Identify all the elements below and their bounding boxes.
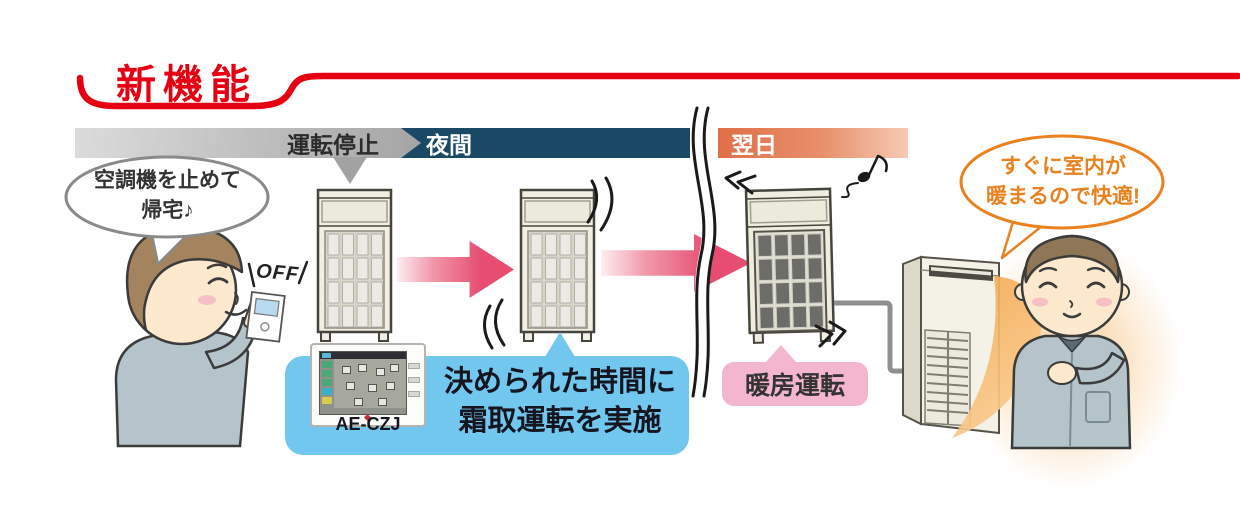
music-note-icon: [841, 154, 888, 199]
controller-model-label: AE-CZJ: [335, 414, 401, 434]
speech-right-line2: 暖まるので快適!: [986, 185, 1140, 208]
heating-vibration-icon: [724, 170, 847, 348]
refrigerant-cable: [834, 300, 904, 374]
timeline-phase-night-label: 夜間: [426, 132, 472, 158]
controller-side-button: [408, 391, 420, 397]
outdoor-unit-defrosting: [519, 188, 596, 343]
heating-callout-pointer: [766, 345, 796, 362]
speech-bubble-left-text: 空調機を止めて 帰宅♪: [70, 166, 265, 226]
flow-arrow-2: [601, 234, 751, 292]
new-feature-badge: 新機能: [116, 63, 257, 107]
timeline-pointer-triangle: [333, 157, 367, 184]
controller-side-button: [408, 363, 420, 369]
off-label: OFF: [255, 260, 300, 286]
outdoor-unit-heating: [744, 187, 836, 345]
defrost-text-line2: 霜取運転を実施: [458, 405, 662, 437]
wall-remote-control: [245, 290, 286, 343]
timeline-phase-nextday-label: 翌日: [731, 132, 777, 158]
speech-bubble-right-text: すぐに室内が 暖まるので快適!: [962, 152, 1164, 212]
controller-screen: [319, 351, 407, 415]
timeline-phase-nextday: 翌日: [718, 128, 908, 158]
warm-glow: [960, 238, 1182, 488]
speech-left-line1: 空調機を止めて: [94, 169, 241, 192]
ae-czj-controller: AE-CZJ: [310, 343, 426, 434]
controller-side-button: [408, 377, 420, 383]
timeline-phase-stop-label: 運転停止: [287, 132, 379, 158]
heating-label: 暖房運転: [744, 372, 845, 400]
speech-right-line1: すぐに室内が: [1000, 155, 1126, 178]
defrost-callout: AE-CZJ 決められた時間に 霜取運転を実施: [285, 332, 689, 455]
defrost-text-line1: 決められた時間に: [443, 366, 676, 398]
defrost-callout-pointer: [545, 332, 575, 357]
person-leaving-illustration: [114, 224, 267, 448]
speech-left-line2: 帰宅♪: [141, 199, 194, 222]
timeline-phase-stop: 運転停止: [75, 128, 421, 158]
defrost-text: 決められた時間に 霜取運転を実施: [435, 363, 685, 441]
flow-arrow-1: [397, 241, 514, 298]
heating-callout: 暖房運転: [722, 345, 868, 406]
timeline-phase-night: 夜間: [398, 128, 690, 158]
outdoor-unit-stopped: [316, 188, 393, 343]
